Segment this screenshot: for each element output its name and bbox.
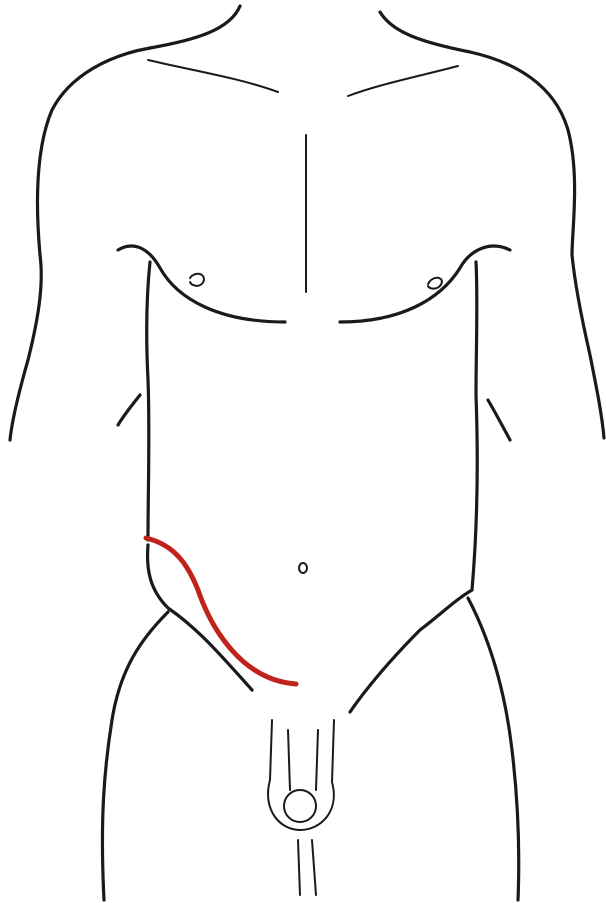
right-arm-outer: [572, 255, 604, 438]
left-flank: [147, 262, 150, 540]
left-nipple: [190, 274, 204, 286]
left-leg-outer: [102, 612, 168, 900]
scrotum-line-left: [298, 840, 300, 895]
left-arm-inner: [118, 395, 140, 425]
scrotum-line-right: [312, 840, 316, 895]
glans: [284, 790, 316, 822]
right-pectoral: [340, 246, 510, 322]
penis-shaft: [268, 720, 334, 830]
right-flank: [472, 262, 477, 590]
left-clavicle: [148, 60, 278, 92]
left-shoulder: [38, 48, 150, 255]
penis-inner-right: [316, 730, 318, 790]
right-shoulder: [470, 52, 575, 255]
body-outline: [10, 6, 604, 900]
penis-inner-left: [288, 730, 290, 790]
right-leg-outer: [468, 598, 519, 900]
neck-left-edge: [150, 6, 240, 48]
neck-right-edge: [380, 12, 470, 52]
right-clavicle: [348, 66, 458, 96]
navel: [299, 563, 307, 573]
left-arm-outer: [10, 255, 41, 440]
right-nipple: [428, 278, 442, 289]
right-arm-inner: [488, 400, 510, 440]
right-hip: [350, 590, 472, 712]
